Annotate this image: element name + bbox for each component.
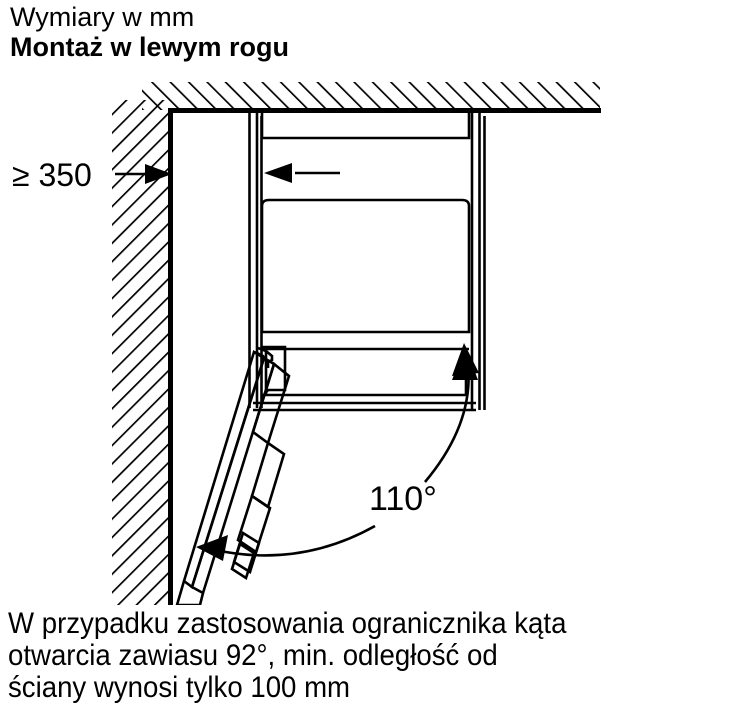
wall-hatch: [112, 100, 172, 605]
internal-depth-arrowhead-icon: [264, 163, 292, 183]
door-angle-dimension: [196, 343, 479, 561]
appliance-body: [248, 113, 486, 412]
wall-and-ceiling-group: [112, 82, 601, 605]
note-line-3: ściany wynosi tylko 100 mm: [8, 671, 351, 704]
appliance-base-lip: [264, 349, 468, 397]
appliance-cavity: [260, 198, 471, 334]
door-angle-label: 110°: [369, 480, 437, 518]
note-line-1: W przypadku zastosowania ogranicznika ką…: [8, 607, 567, 640]
clearance-arrowhead-icon: [145, 164, 172, 184]
door-handle-bracket: [236, 493, 272, 555]
angle-arc-lower: [214, 524, 376, 557]
wall-clearance-dimension: [115, 164, 172, 184]
internal-depth-dimension: [264, 163, 340, 183]
drawing-svg: 110° ≥ 350: [12, 82, 601, 605]
base-height-dimension: [452, 346, 478, 380]
door-handle-inner-detail: [230, 541, 256, 581]
base-arrowhead-icon: [452, 346, 478, 380]
note-line-2: otwarcia zawiasu 92°, min. odległość od: [8, 639, 498, 672]
installation-drawing: 110° ≥ 350: [0, 60, 750, 605]
opened-door: [175, 346, 291, 605]
installation-note: W przypadku zastosowania ogranicznika ką…: [8, 608, 691, 704]
wall-clearance-label: ≥ 350: [12, 157, 92, 193]
door-control-panel-mid: [250, 440, 286, 510]
page-title-units: Wymiary w mm: [10, 2, 195, 32]
angle-arrowhead-bottom-icon: [196, 535, 228, 561]
door-bottom-foot: [175, 580, 205, 605]
appliance-top-rail: [260, 113, 471, 140]
ceiling-hatch: [142, 82, 600, 110]
page-title-installation: Montaż w lewym rogu: [10, 32, 290, 62]
